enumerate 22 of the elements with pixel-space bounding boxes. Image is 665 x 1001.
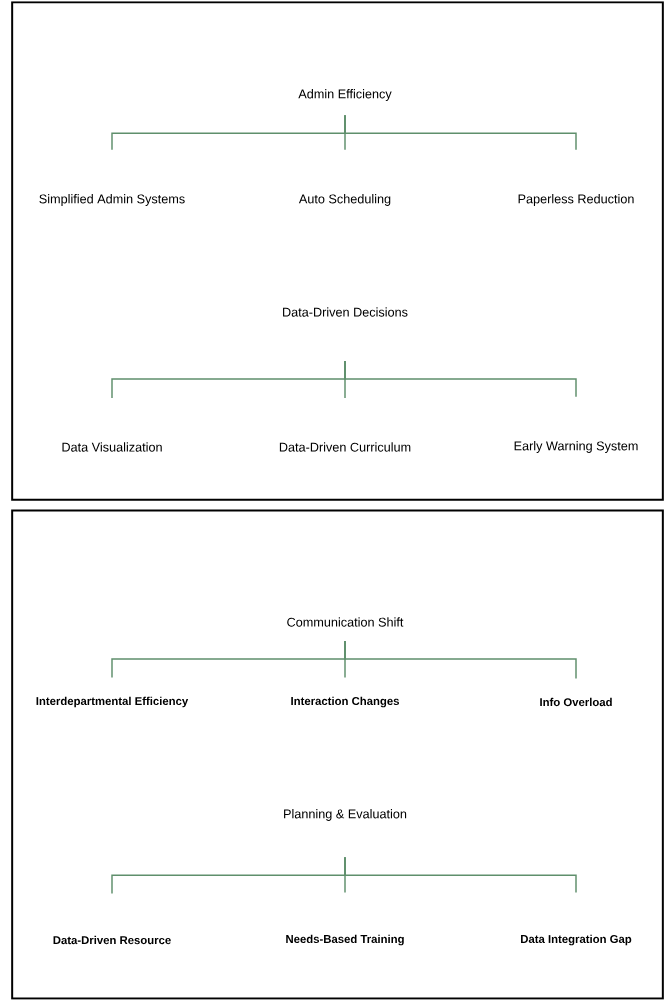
branch-text: Paperless Reduction [518,194,634,206]
connector-line [344,856,577,894]
branch-text: Interaction Changes [291,696,399,708]
heading-text: Communication Shift [287,617,404,627]
branch-text: Data Integration Gap [521,934,632,946]
branch-text: Data-Driven Resource [53,935,171,945]
heading-text: Data-Driven Decisions [283,307,408,317]
branch-text: Info Overload [540,697,612,707]
branch-text: Simplified Admin Systems [39,194,185,206]
branch-text: Data Visualization [62,442,162,452]
branch-text: Interdepartmental Efficiency [36,696,189,708]
connector-line [344,360,577,398]
heading-text: Planning & Evaluation [284,809,407,821]
branch-text: Data-Driven Curriculum [279,442,411,452]
panel-box [11,1,664,501]
branch-text: Needs-Based Training [286,934,404,946]
connector-line [344,114,577,151]
branch-text: Auto Scheduling [298,194,391,206]
connector-line [344,640,577,680]
branch-text: Early Warning System [514,441,638,453]
heading-text: Admin Efficiency [298,89,392,101]
panel-box [11,509,664,1000]
